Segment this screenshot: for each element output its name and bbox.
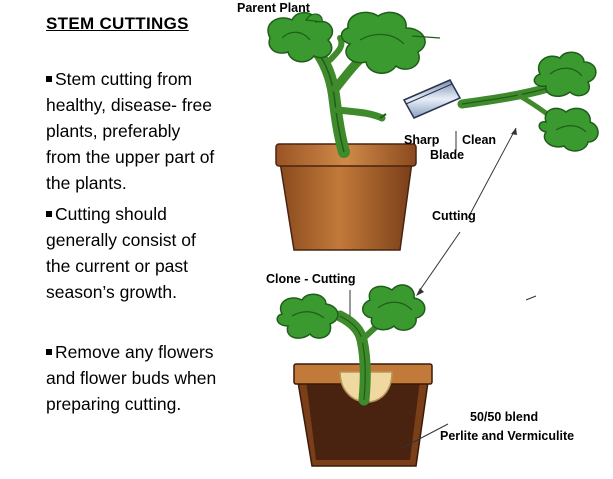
leaf	[267, 11, 334, 63]
bullet-marker	[46, 349, 52, 355]
blade-label: Blade	[430, 148, 465, 162]
leaf	[538, 107, 599, 152]
leaf	[340, 11, 426, 74]
bullet-line: plants, preferably	[46, 121, 181, 141]
blend-leader-line	[401, 423, 449, 449]
perlite-vermiculite-label: Perlite and Vermiculite	[440, 429, 575, 443]
bullet-line: preparing cutting.	[46, 394, 182, 414]
bullet-line: Cutting should	[55, 204, 167, 224]
bullet-line: generally consist of	[46, 230, 196, 250]
leaf	[362, 284, 426, 331]
clone-plant	[276, 284, 433, 467]
blade	[402, 79, 462, 119]
bullet-marker	[46, 211, 52, 217]
stem-cutting	[457, 51, 599, 152]
parent-plant-label: Parent Plant	[237, 1, 310, 15]
transfer-arrow	[416, 127, 537, 301]
blend-label: 50/50 blend	[470, 410, 539, 424]
bullet-line: and flower buds when	[46, 368, 217, 388]
clean-label: Clean	[462, 133, 497, 147]
bullet-line: the current or past	[46, 256, 189, 276]
bullet-remove-flowers: Remove any flowers and flower buds when …	[46, 339, 246, 417]
bullet-line: season’s growth.	[46, 282, 178, 302]
leaf	[276, 293, 339, 339]
cutting-label: Cutting	[432, 209, 476, 223]
bullet-cutting-growth: Cutting should generally consist of the …	[46, 201, 246, 305]
parent-pot	[279, 161, 413, 251]
bullet-line: from the upper part of	[46, 147, 215, 167]
bullet-line: Remove any flowers	[55, 342, 214, 362]
parent-plant	[267, 11, 441, 251]
leaf	[533, 51, 597, 98]
bullet-line: Stem cutting from	[55, 69, 193, 89]
sharp-label: Sharp	[404, 133, 440, 147]
clone-cutting-label: Clone - Cutting	[266, 272, 356, 286]
page-title: STEM CUTTINGS	[46, 14, 189, 33]
bullet-line: healthy, disease- free	[46, 95, 213, 115]
bullet-stem-source: Stem cutting from healthy, disease- free…	[46, 66, 246, 196]
bullet-marker	[46, 76, 52, 82]
bullet-line: the plants.	[46, 173, 127, 193]
